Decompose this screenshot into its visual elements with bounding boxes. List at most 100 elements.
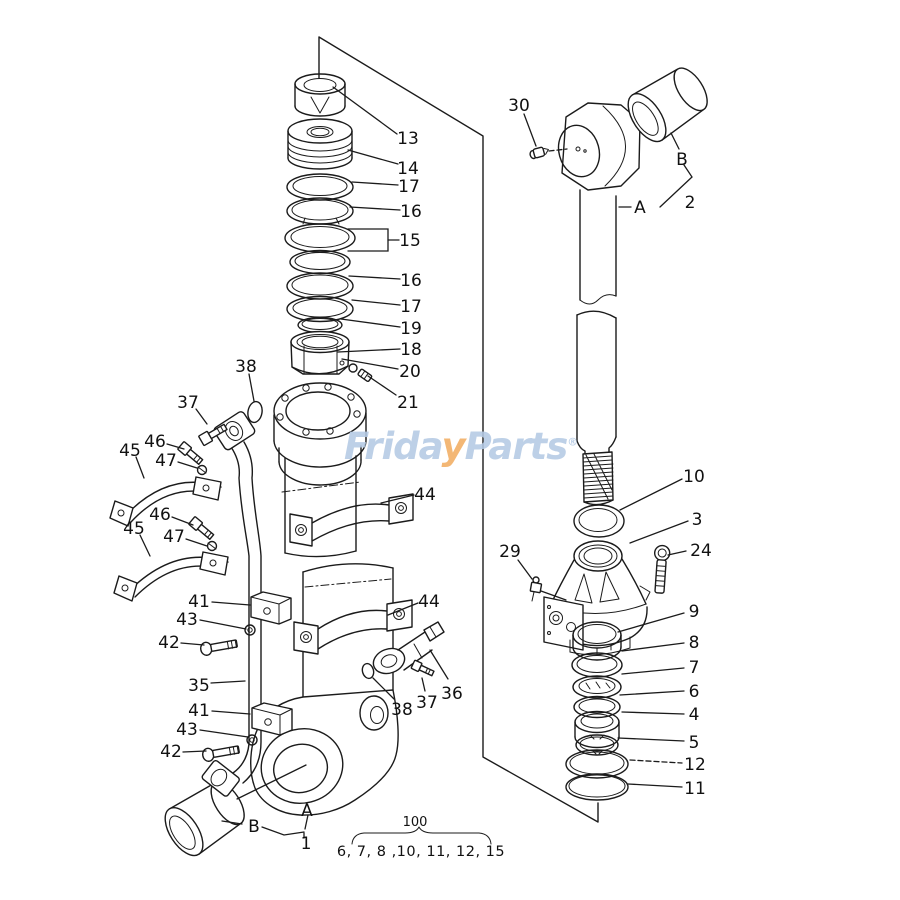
leader-47	[185, 538, 208, 547]
bolt-42-lower	[202, 745, 240, 762]
seal-kit-stack	[565, 621, 629, 801]
leader-35	[210, 680, 246, 684]
watermark-text-parts: Parts	[464, 425, 569, 468]
leader-24	[667, 550, 687, 556]
part-label-38: 38	[391, 700, 413, 720]
band-clamp-45-lower	[113, 551, 229, 602]
bolt-46-lower	[188, 516, 215, 540]
gland-cap-13	[294, 73, 346, 117]
fridayparts-watermark: FridayParts®	[344, 425, 578, 468]
part-label-47: 47	[163, 527, 185, 547]
leader-14	[347, 149, 399, 165]
leader-46	[171, 516, 194, 526]
leader-41	[211, 601, 251, 606]
bolt-24	[653, 544, 671, 594]
part-label-8: 8	[689, 633, 700, 653]
leader-38	[372, 677, 395, 700]
leader-21	[367, 375, 397, 396]
piston-rod	[576, 189, 617, 457]
leader-43	[199, 729, 249, 738]
separator-line	[318, 36, 599, 823]
plug-fitting-21	[357, 368, 373, 383]
part-label-29: 29	[499, 542, 521, 562]
leader-42	[180, 642, 205, 646]
leader-42	[182, 750, 207, 753]
lock-nut-18	[290, 330, 350, 375]
part-label-41: 41	[188, 701, 210, 721]
part-label-41: 41	[188, 592, 210, 612]
pipe-clamp-41-upper	[250, 591, 292, 625]
leader-36	[429, 649, 449, 680]
leader-3	[629, 520, 689, 544]
part-label-4: 4	[689, 705, 700, 725]
cylinder-head-flange	[273, 382, 367, 486]
part-label-21: 21	[397, 393, 419, 413]
leader-41	[211, 710, 251, 715]
leader-43	[199, 619, 247, 630]
part-label-B: B	[676, 150, 688, 170]
part-label-9: 9	[689, 602, 700, 622]
leader-16	[349, 206, 401, 211]
bolt-42-upper	[200, 639, 238, 656]
grease-fitting-30	[529, 146, 549, 160]
grease-30-dash	[548, 148, 568, 152]
part-label-7: 7	[689, 658, 700, 678]
leader-37	[421, 677, 426, 692]
part-label-44: 44	[414, 485, 436, 505]
part-label-12: 12	[684, 755, 706, 775]
ring-11	[565, 773, 629, 801]
leader-A	[304, 814, 309, 830]
leader-20	[341, 358, 399, 370]
leader-29	[517, 559, 533, 580]
junction-b-1	[261, 826, 305, 836]
part-label-5: 5	[689, 733, 700, 753]
rod-thread-end	[582, 451, 614, 506]
part-label-A: A	[634, 198, 646, 218]
part-label-17: 17	[398, 177, 420, 197]
group-note-items: 6, 7, 8 ,10, 11, 12, 15	[337, 844, 505, 860]
part-label-44: 44	[418, 592, 440, 612]
leader-46	[166, 443, 185, 450]
part-label-35: 35	[188, 676, 210, 696]
leader-18	[337, 348, 401, 353]
part-label-24: 24	[690, 541, 712, 561]
leader-12	[629, 759, 683, 764]
part-label-45: 45	[123, 519, 145, 539]
leader-B	[221, 820, 243, 825]
part-label-B: B	[248, 817, 260, 837]
leader-8	[621, 642, 685, 652]
leader-38	[248, 373, 255, 402]
bolt-46-upper	[177, 441, 204, 465]
pipe-clamp-41-lower	[251, 702, 293, 736]
leader-16	[348, 275, 401, 280]
leader-47	[177, 461, 198, 469]
part-label-42: 42	[158, 633, 180, 653]
ring-9	[572, 621, 622, 661]
part-label-A: A	[301, 801, 313, 821]
washer-43-lower	[246, 734, 258, 746]
leader-B	[670, 132, 680, 150]
part-label-30: 30	[508, 96, 530, 116]
part-label-38: 38	[235, 357, 257, 377]
pipe-elbow-flange-upper	[213, 411, 256, 451]
group-note-brace	[351, 826, 492, 845]
part-label-14: 14	[397, 159, 419, 179]
part-label-1: 1	[301, 834, 312, 854]
part-label-45: 45	[119, 441, 141, 461]
bushing-b-top	[627, 67, 708, 143]
ring-8	[571, 652, 623, 678]
leader-19	[340, 318, 401, 328]
part-label-42: 42	[160, 742, 182, 762]
leader-6	[619, 690, 685, 696]
part-label-2: 2	[685, 193, 696, 213]
band-clamp-45-upper	[109, 476, 222, 527]
watermark-swoosh-y: y	[441, 425, 465, 468]
bolt-37-upper	[198, 423, 228, 447]
nut-47-lower	[206, 540, 218, 552]
rod-eye-head	[557, 102, 641, 191]
seal-ring-stack	[284, 173, 356, 334]
leader-44	[380, 494, 415, 504]
leader-44	[387, 602, 419, 616]
steel-ball-20	[348, 363, 358, 373]
